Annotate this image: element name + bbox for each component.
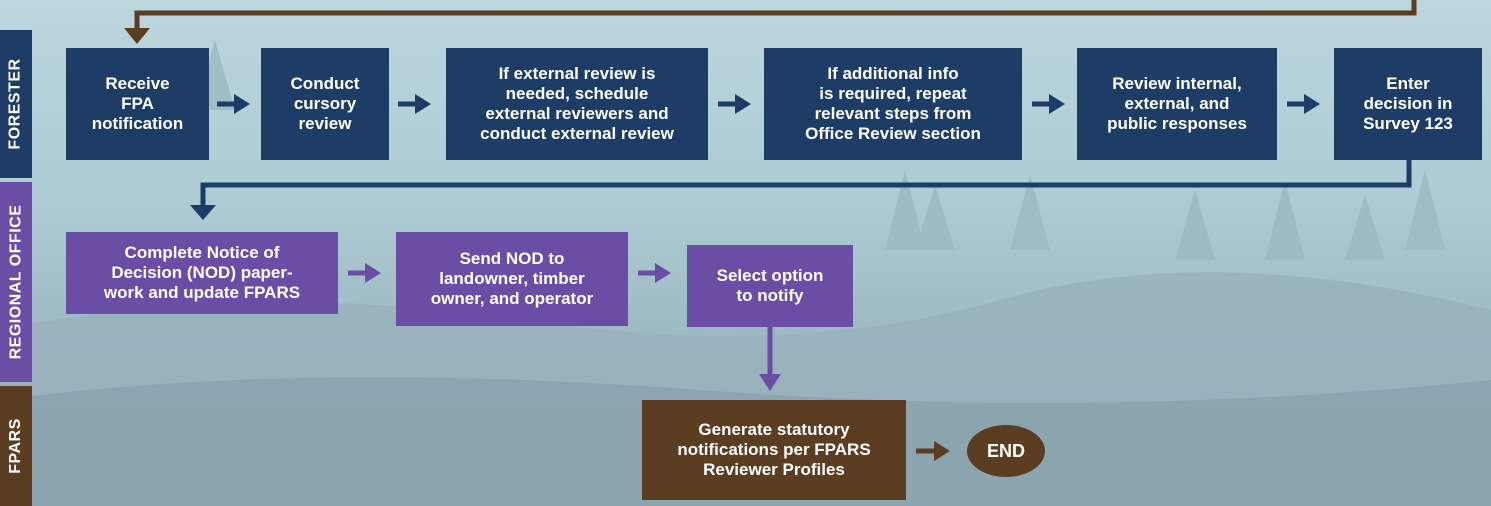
forester-row-arrows <box>217 94 1320 114</box>
step-select-option-text: Select option to notify <box>716 266 824 305</box>
decision-arrowhead <box>190 205 216 220</box>
loop-connector <box>134 0 1417 28</box>
step-external-review-text: If external review is needed, schedule e… <box>480 64 674 143</box>
step-complete-nod-text: Complete Notice of Decision (NOD) paper-… <box>103 243 301 302</box>
loop-arrowhead <box>124 28 150 44</box>
step-enter-decision: Enter decision in Survey 123 <box>1334 48 1482 160</box>
step-generate-notifications-text: Generate statutory notifications per FPA… <box>677 420 871 479</box>
fpars-row-arrow <box>916 441 950 461</box>
end-terminal-text: END <box>986 441 1025 461</box>
step-generate-notifications: Generate statutory notifications per FPA… <box>642 400 906 500</box>
step-enter-decision-text: Enter decision in Survey 123 <box>1363 74 1453 133</box>
step-conduct-cursory-review-text: Conduct cursory review <box>290 74 360 133</box>
step-external-review: If external review is needed, schedule e… <box>446 48 708 160</box>
step-review-responses: Review internal, external, and public re… <box>1077 48 1277 160</box>
step-additional-info-text: If additional info is required, repeat r… <box>805 64 981 143</box>
step-send-nod-text: Send NOD to landowner, timber owner, and… <box>430 249 594 308</box>
step-send-nod: Send NOD to landowner, timber owner, and… <box>396 232 628 326</box>
step-additional-info: If additional info is required, repeat r… <box>764 48 1022 160</box>
lane-label-forester: FORESTER <box>0 30 32 178</box>
step-review-responses-text: Review internal, external, and public re… <box>1107 74 1247 133</box>
decision-connector <box>200 160 1412 205</box>
lane-label-fpars: FPARS <box>0 386 32 506</box>
step-complete-nod: Complete Notice of Decision (NOD) paper-… <box>66 232 338 314</box>
step-receive-fpa: Receive FPA notification <box>66 48 209 160</box>
regional-row-arrows <box>348 263 781 391</box>
lane-label-regional-office: REGIONAL OFFICE <box>0 182 32 382</box>
step-conduct-cursory-review: Conduct cursory review <box>261 48 389 160</box>
step-receive-fpa-text: Receive FPA notification <box>91 74 184 133</box>
step-select-option: Select option to notify <box>687 245 853 327</box>
end-terminal: END <box>967 425 1045 477</box>
